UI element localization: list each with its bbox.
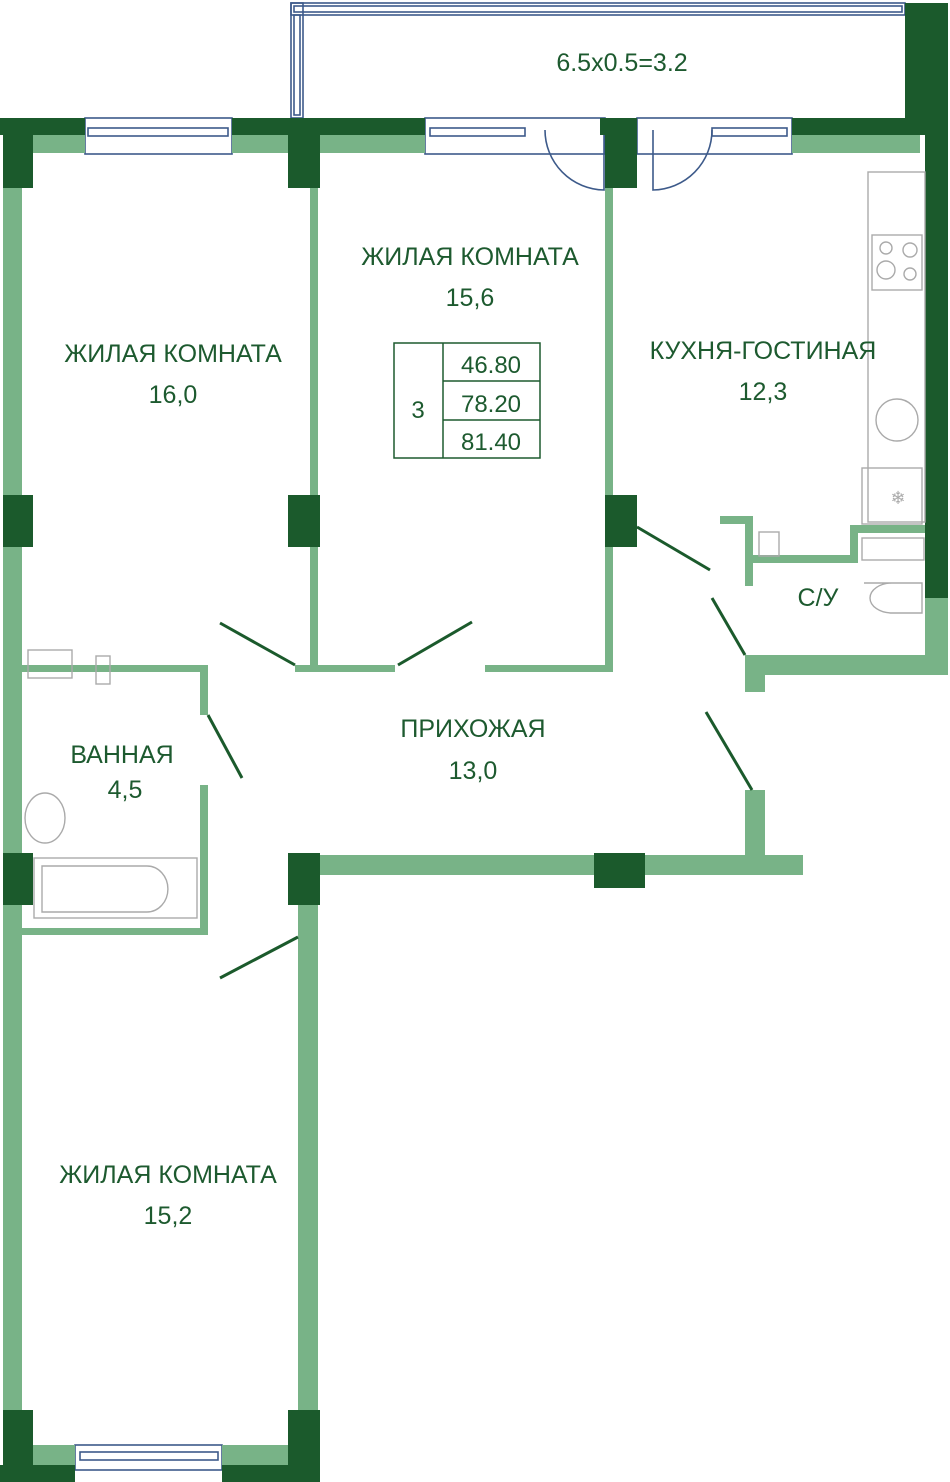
room-name: ЖИЛАЯ КОМНАТА <box>361 243 579 271</box>
cu-sink-icon <box>758 531 780 557</box>
doors <box>206 525 754 980</box>
bath-sink-icon <box>24 792 66 844</box>
room-name: ПРИХОЖАЯ <box>400 715 545 743</box>
washer-icon <box>861 537 925 561</box>
room-name: ВАННАЯ <box>70 741 173 769</box>
room-area: 15,6 <box>446 284 495 312</box>
balcony-label: 6.5x0.5=3.2 <box>556 49 687 77</box>
living-area: 46.80 <box>461 352 521 379</box>
bearing-walls <box>0 3 948 1482</box>
room-name: С/У <box>798 584 839 612</box>
stove-icon <box>871 234 923 291</box>
toilet-icon <box>864 582 923 614</box>
room-area: 16,0 <box>149 381 198 409</box>
summary-box: 3 46.80 78.20 81.40 <box>393 342 541 459</box>
bathtub-icon <box>41 865 169 913</box>
snowflake-icon: ❄ <box>890 488 905 508</box>
room-area: 12,3 <box>739 378 788 406</box>
fridge-icon <box>861 467 923 525</box>
balcony-door-right <box>652 129 713 191</box>
kitchen-fixtures: ❄ <box>24 171 926 919</box>
rooms-count: 3 <box>411 397 424 424</box>
room-area: 13,0 <box>449 757 498 785</box>
total-area: 78.20 <box>461 391 521 418</box>
windows <box>74 117 793 1471</box>
room-name: ЖИЛАЯ КОМНАТА <box>59 1161 277 1189</box>
room-name: ЖИЛАЯ КОМНАТА <box>64 340 282 368</box>
room-labels: ЖИЛАЯ КОМНАТА 16,0 ЖИЛАЯ КОМНАТА 15,6 КУ… <box>59 243 876 1230</box>
room-area: 15,2 <box>144 1202 193 1230</box>
room-name: КУХНЯ-ГОСТИНАЯ <box>650 337 877 365</box>
partition-walls <box>3 135 948 1470</box>
balcony-door-left <box>544 129 605 191</box>
balcony: 6.5x0.5=3.2 <box>290 2 906 119</box>
room-area: 4,5 <box>108 776 143 804</box>
total-with-balcony: 81.40 <box>461 429 521 456</box>
sink-icon <box>875 398 919 442</box>
